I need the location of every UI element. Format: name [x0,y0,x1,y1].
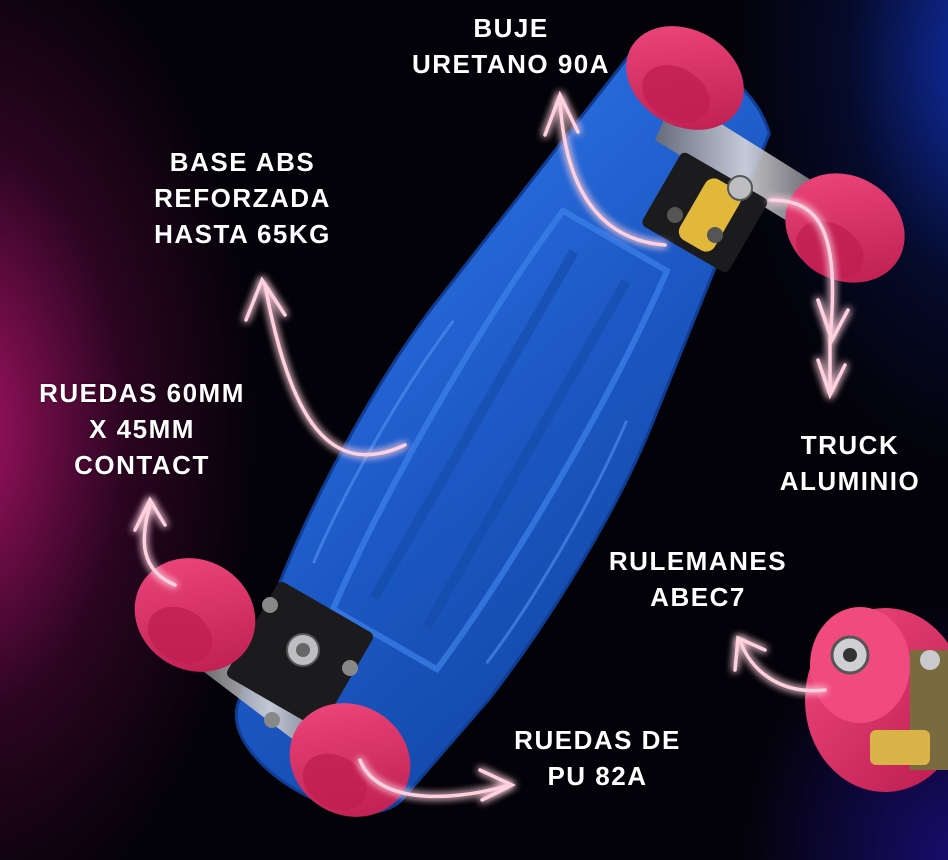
label-ruedas-pu-line1: RUEDAS DE [514,725,681,755]
label-ruedas-size-line3: CONTACT [74,450,210,480]
label-ruedas-pu: RUEDAS DE PU 82A [495,722,700,794]
label-ruedas-size: RUEDAS 60MM X 45MM CONTACT [18,375,266,483]
bottom-wheel-left [134,558,256,672]
label-base-line2: REFORZADA [154,183,331,213]
top-wheel-left [626,26,744,130]
curved-arrow-icon [133,90,850,802]
label-rulemanes: RULEMANES ABEC7 [593,543,803,615]
label-rulemanes-line1: RULEMANES [608,546,788,576]
label-rulemanes-line2: ABEC7 [650,582,746,612]
label-base-line3: HASTA 65KG [154,219,331,249]
label-buje: BUJE URETANO 90A [396,10,626,82]
label-base: BASE ABS REFORZADA HASTA 65KG [130,144,355,252]
label-ruedas-pu-line2: PU 82A [547,761,648,791]
bearing-wheel-detail [805,607,948,792]
label-truck-line2: ALUMINIO [779,466,921,496]
label-buje-line1: BUJE [473,13,549,43]
label-base-line1: BASE ABS [169,147,316,177]
label-ruedas-size-line2: X 45MM [89,414,195,444]
label-truck: TRUCK ALUMINIO [765,427,935,499]
label-truck-line1: TRUCK [800,430,900,460]
label-buje-line2: URETANO 90A [411,49,611,79]
label-ruedas-size-line1: RUEDAS 60MM [39,378,245,408]
bottom-wheel-right [289,703,411,817]
